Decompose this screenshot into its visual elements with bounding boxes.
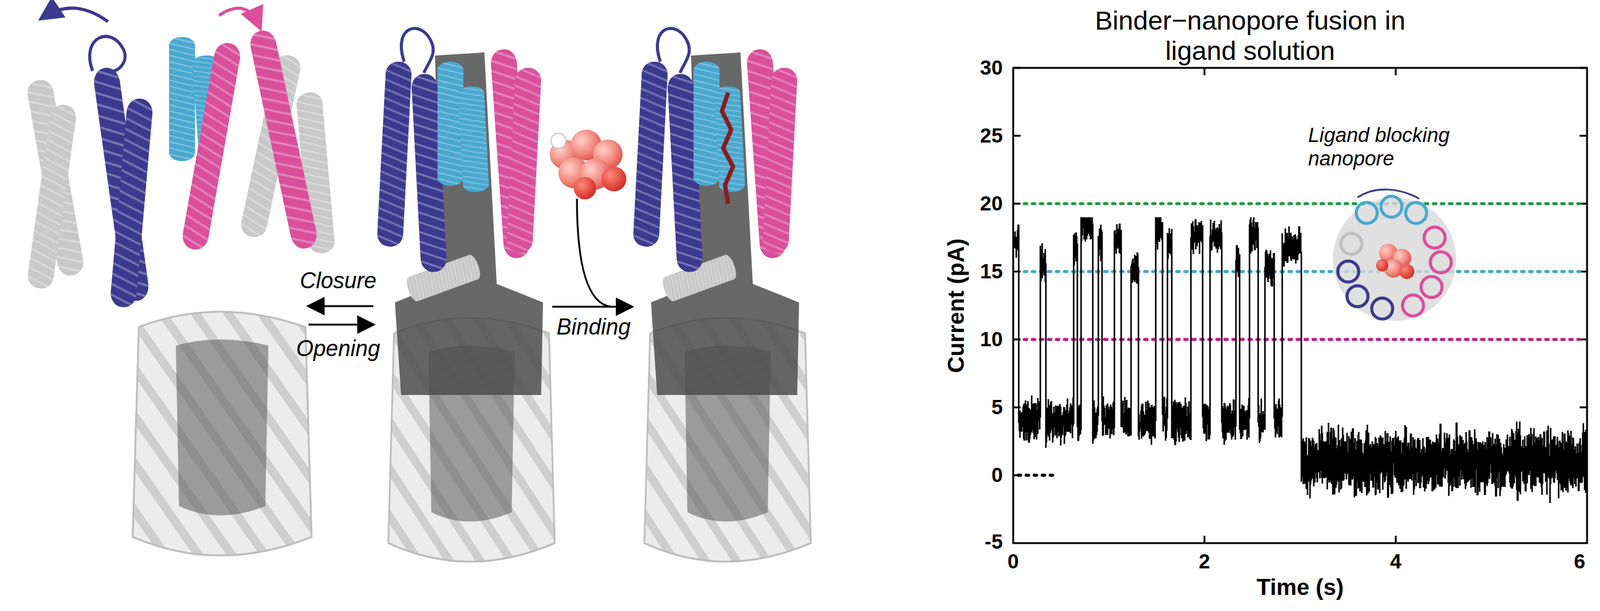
art-circle (1405, 202, 1427, 224)
current-trace (1014, 217, 1587, 503)
art-use (109, 97, 154, 308)
art-use (25, 103, 78, 291)
tick-label: 5 (991, 395, 1003, 419)
art-circle (551, 133, 566, 149)
tick-label: 30 (979, 56, 1003, 80)
tick-label: 25 (979, 124, 1003, 148)
art-circle (1399, 264, 1415, 279)
art-line (1024, 202, 1580, 206)
art-circle (1347, 285, 1368, 307)
art-use (632, 28, 811, 562)
art-use (376, 28, 555, 562)
art-circle (1371, 298, 1393, 320)
tick-label: 15 (979, 259, 1003, 284)
art-circle (1376, 259, 1389, 272)
art-circle (1421, 276, 1443, 298)
art-path (43, 8, 108, 22)
chart-frame (1013, 67, 1588, 544)
art-use (180, 40, 242, 252)
tick-label: 0 (1007, 549, 1019, 574)
art-circle (1356, 202, 1378, 224)
bound-structure (632, 28, 811, 562)
art-circle (573, 177, 597, 200)
art-circle (1337, 261, 1359, 282)
top-view-inset (1332, 189, 1457, 321)
inset-note: Ligand blocking nanopore (1308, 123, 1481, 171)
art-line (1018, 473, 1056, 477)
tick-label: 2 (1198, 549, 1211, 574)
art-rect (1013, 67, 1588, 544)
tick-label: 4 (1390, 549, 1402, 574)
open-structure (376, 28, 555, 562)
step-label: Binding (556, 314, 631, 340)
tick-label: 6 (1574, 549, 1586, 574)
ligand-spheres (549, 129, 627, 200)
axis-title: Time (s) (1256, 574, 1344, 602)
chart-title: Binder−nanopore fusion in ligand solutio… (1077, 5, 1423, 67)
binding-arrow (552, 306, 631, 308)
tick-label: 10 (979, 327, 1003, 352)
art-circle (601, 166, 627, 192)
tick-label: 0 (991, 463, 1003, 487)
art-use (132, 311, 312, 556)
art-path (89, 36, 125, 72)
art-circle (1340, 233, 1362, 255)
art-circle (1430, 251, 1452, 273)
art-path (1013, 67, 1588, 544)
art-use (169, 37, 195, 162)
step-label: Closure (299, 267, 377, 294)
art-path (219, 8, 260, 26)
opening-arrow (308, 323, 373, 326)
binding-curve (576, 198, 611, 307)
closed-structure (25, 8, 336, 556)
tick-label: 20 (979, 191, 1003, 216)
art-path (1357, 189, 1420, 199)
art-polyline (721, 92, 734, 204)
art-circle (1402, 294, 1424, 316)
tick-label: -5 (984, 530, 1003, 554)
step-label: Opening (296, 335, 381, 361)
closure-arrow (309, 305, 374, 308)
axis-title: Current (pA) (943, 238, 970, 373)
art-use (247, 28, 320, 252)
art-circle (1424, 227, 1446, 249)
art-circle (1380, 196, 1402, 218)
art-g (1337, 196, 1452, 320)
